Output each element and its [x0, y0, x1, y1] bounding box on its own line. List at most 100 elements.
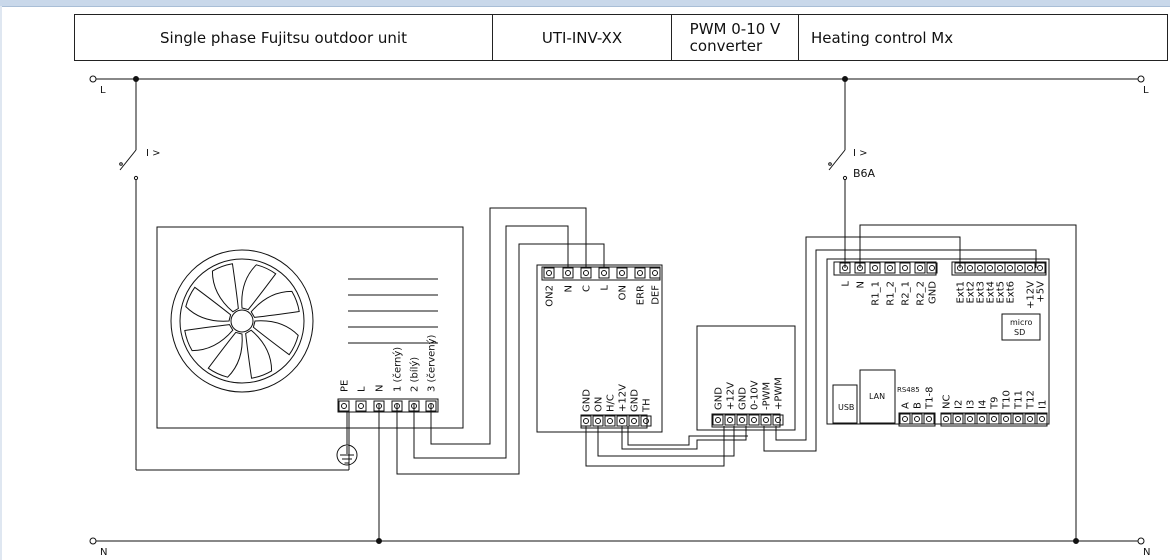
neutral-terminal-right-icon: [1137, 537, 1145, 545]
uti-top-terminal-label: N: [564, 285, 575, 292]
uti-bottom-terminal-label: ON: [594, 397, 605, 412]
wire-uti-gnd2: [627, 426, 748, 446]
fan-icon: [170, 249, 314, 393]
mx-ext-screw-icon: [1024, 262, 1036, 274]
window-left-edge: [0, 6, 2, 560]
vent-lines-icon: [348, 278, 438, 344]
mx-relay-screw-icon: [914, 262, 926, 274]
mx-input-terminal-label: T12: [1026, 390, 1037, 410]
uti-top-screw-icon: [634, 267, 646, 279]
live-terminal-right-icon: [1137, 75, 1145, 83]
outdoor-terminal-label: L: [357, 386, 368, 392]
pwm-terminal-label: +PWM: [774, 377, 785, 410]
mx-top-terminal-label: R2_1: [901, 281, 912, 306]
mx-input-screw-icon: [943, 416, 949, 422]
uti-bottom-screw-icon: [595, 418, 601, 424]
pwm-screw-icon: [763, 417, 769, 423]
uti-bottom-terminal-label: GND: [582, 389, 593, 412]
pwm-screw-icon: [724, 414, 736, 426]
mx-rs485-terminal-label: A: [901, 402, 912, 409]
heating-control-box: [826, 258, 1050, 425]
fan-blade-icon: [207, 331, 243, 378]
outdoor-terminal-label: 3 (červený): [426, 334, 438, 392]
sd-label-line1: micro: [1010, 318, 1033, 327]
pwm-terminal-label: GND: [714, 387, 725, 410]
uti-top-terminal-label: ERR: [636, 285, 647, 305]
mx-input-screw-icon: [1000, 413, 1012, 425]
mx-ext-screw-icon: [967, 265, 973, 271]
pwm-terminal-label: 0-10V: [750, 380, 761, 410]
mx-input-terminal-label: T10: [1002, 390, 1013, 410]
mx-input-screw-icon: [1039, 416, 1045, 422]
mx-ext-screw-icon: [997, 265, 1003, 271]
mx-relay-screw-icon: [929, 265, 935, 271]
mx-input-screw-icon: [940, 413, 952, 425]
wire-mx-n: [859, 224, 1077, 541]
mx-ext-screw-icon: [994, 262, 1006, 274]
mx-input-terminal-label: I1: [1038, 400, 1049, 409]
mx-rs485-screw-icon: [902, 416, 908, 422]
uti-bottom-screw-icon: [628, 415, 640, 427]
pwm-screw-icon: [727, 417, 733, 423]
pwm-screw-icon: [751, 417, 757, 423]
uti-bottom-screw-icon: [616, 415, 628, 427]
uti-top-screw-icon: [565, 270, 571, 276]
mx-relay-screw-icon: [872, 265, 878, 271]
pwm-screw-icon: [712, 414, 724, 426]
mx-top-terminal-label: Ext4: [986, 281, 997, 304]
wire-pwm-gnd: [775, 236, 961, 441]
uti-top-screw-icon: [619, 270, 625, 276]
outdoor-screw-icon: [358, 403, 364, 409]
mx-input-screw-icon: [964, 413, 976, 425]
mx-top-terminal-label: +12V: [1026, 281, 1037, 309]
uti-bottom-screw-icon: [604, 415, 616, 427]
mx-input-screw-icon: [979, 416, 985, 422]
pwm-screw-icon: [739, 417, 745, 423]
lan-label: LAN: [869, 392, 885, 401]
header-interface: UTI-INV-XX: [493, 15, 672, 60]
live-label-left: L: [100, 85, 106, 96]
pwm-screw-icon: [775, 417, 781, 423]
mx-input-screw-icon: [1015, 416, 1021, 422]
uti-bottom-screw-icon: [583, 418, 589, 424]
mx-input-terminal-label: NC: [942, 395, 953, 409]
fan-blade-icon: [245, 329, 273, 379]
wire-pwm-plus: [763, 249, 1037, 452]
uti-top-screw-icon: [543, 267, 555, 279]
mx-top-terminal-label: L: [841, 281, 852, 287]
pwm-terminal-label: GND: [738, 387, 749, 410]
uti-bottom-screw-icon: [607, 418, 613, 424]
mx-input-screw-icon: [1012, 413, 1024, 425]
header-converter-line1: PWM 0-10 V: [689, 19, 781, 38]
uti-bottom-terminal-label: +12V: [618, 384, 629, 412]
uti-bottom-screw-icon: [592, 415, 604, 427]
outdoor-screw-icon: [341, 403, 347, 409]
mx-ext-screw-icon: [1007, 265, 1013, 271]
right-breaker-rating: B6A: [853, 167, 876, 180]
wire-outdoor-1-end: [542, 243, 605, 268]
uti-top-screw-icon: [598, 267, 610, 279]
rs485-label: RS485: [897, 386, 920, 394]
mx-rs485-screw-icon: [923, 413, 935, 425]
mx-ext-screw-icon: [984, 262, 996, 274]
right-breaker-label: I >: [853, 148, 868, 159]
mx-input-screw-icon: [955, 416, 961, 422]
uti-top-screw-icon: [601, 270, 607, 276]
neutral-terminal-left-icon: [89, 537, 97, 545]
mx-ext-screw-icon: [1034, 262, 1046, 274]
outdoor-terminal-label: PE: [340, 380, 351, 392]
pwm-screw-icon: [736, 414, 748, 426]
wire-uti-on: [597, 426, 735, 457]
outdoor-screw-icon: [338, 400, 350, 412]
left-breaker-label: I >: [146, 148, 161, 159]
mx-relay-screw-icon: [842, 265, 848, 271]
right-breaker-switch-icon: [828, 149, 848, 181]
uti-bottom-terminal-label: GND: [630, 389, 641, 412]
mx-top-terminal-label: GND: [928, 281, 939, 304]
usb-port: [832, 384, 858, 424]
header-converter-line2: converter: [689, 36, 763, 55]
lan-port: [859, 369, 896, 424]
mx-top-terminal-label: Ext5: [996, 281, 1007, 304]
